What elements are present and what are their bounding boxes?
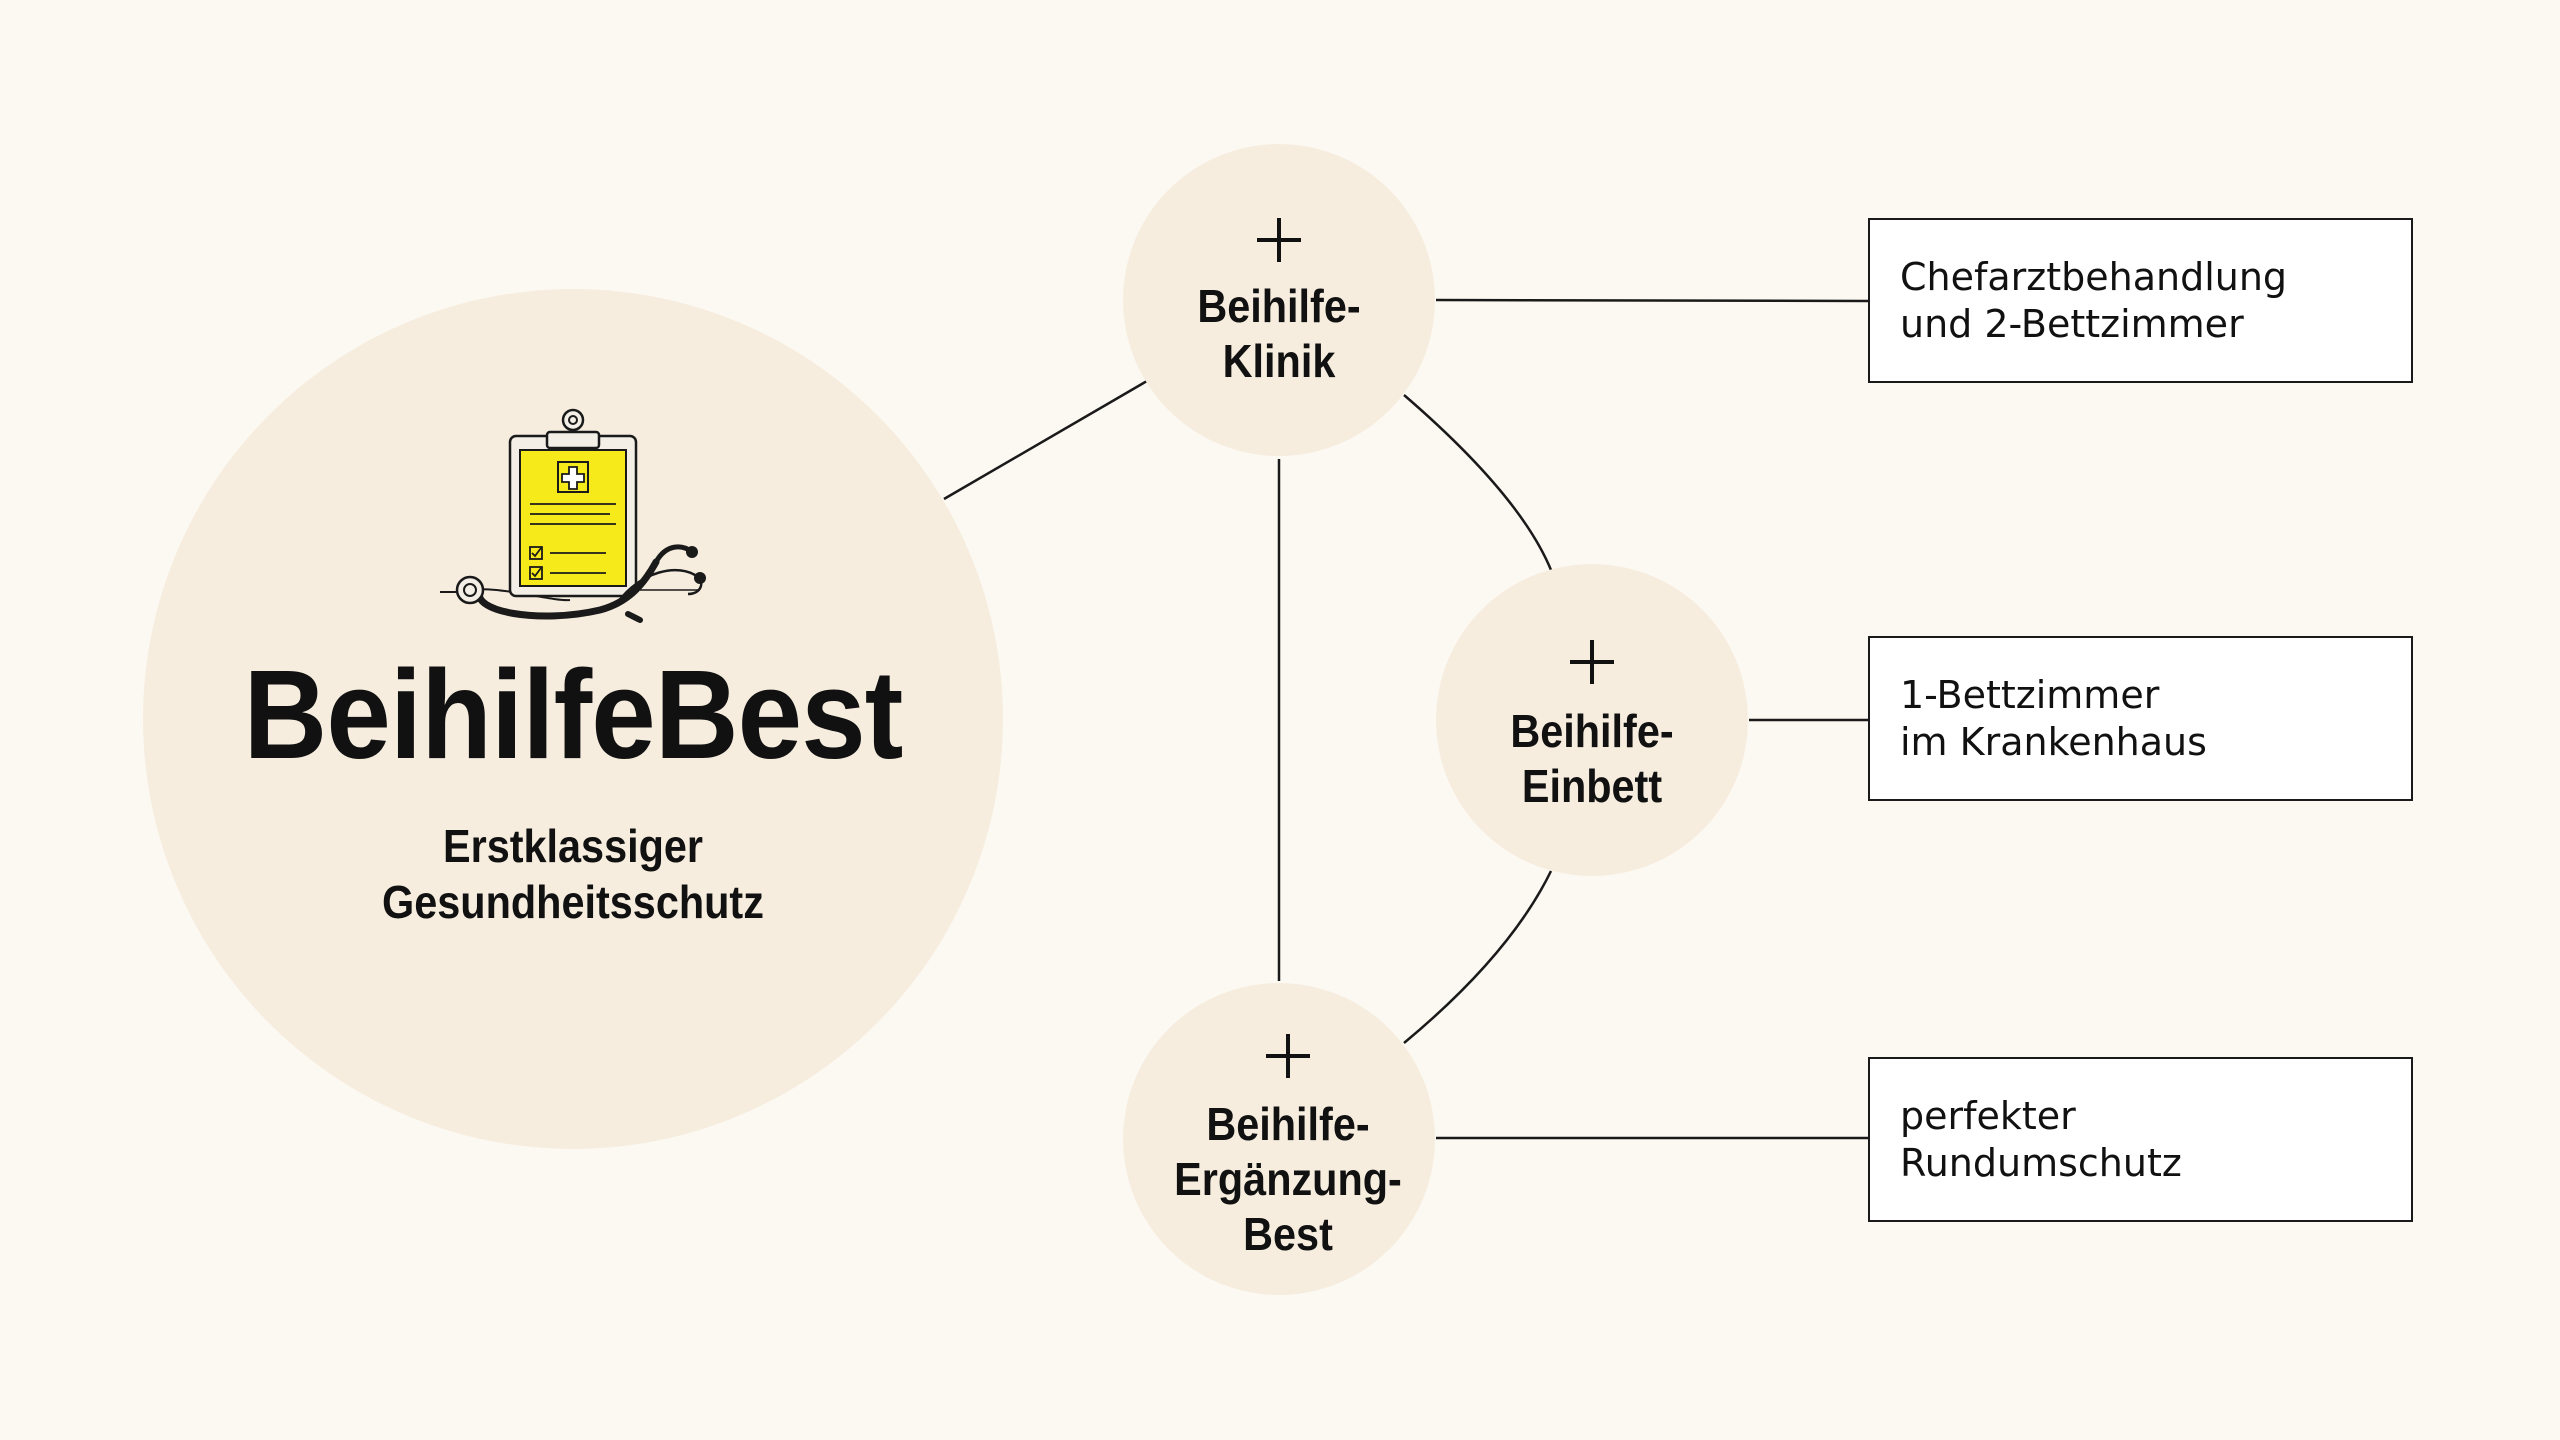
- info-box-ergaenzung-line1: perfekter: [1900, 1093, 2076, 1138]
- node-label-ergaenzung-line3: Best: [1243, 1208, 1333, 1260]
- info-box-einbett: 1-Bettzimmer im Krankenhaus: [1868, 636, 2413, 801]
- info-box-ergaenzung-line2: Rundumschutz: [1900, 1140, 2182, 1185]
- plus-icon: [1266, 1034, 1310, 1078]
- brand-subtitle-line1: Erstklassiger: [442, 820, 704, 872]
- node-circle-klinik: [1123, 144, 1435, 456]
- info-box-klinik: Chefarztbehandlung und 2-Bettzimmer: [1868, 218, 2413, 383]
- node-label-klinik-line1: Beihilfe-: [1197, 280, 1361, 332]
- info-box-einbett-line1: 1-Bettzimmer: [1900, 672, 2160, 717]
- brand-subtitle-line2: Gesundheitsschutz: [382, 876, 764, 928]
- node-label-klinik-line2: Klinik: [1222, 335, 1336, 387]
- brand-subtitle: Erstklassiger Gesundheitsschutz: [186, 818, 960, 930]
- node-label-ergaenzung-line1: Beihilfe-: [1206, 1098, 1370, 1150]
- info-box-klinik-line2: und 2-Bettzimmer: [1900, 301, 2244, 346]
- info-box-klinik-line1: Chefarztbehandlung: [1900, 254, 2288, 299]
- connector-klinik-to-einbett: [1403, 394, 1553, 571]
- connector-klinik-to-box: [1435, 298, 1869, 303]
- plus-icon: [1257, 218, 1301, 262]
- brand-title: BeihilfeBest: [243, 644, 904, 785]
- connector-einbett-to-ergaenzung: [1403, 870, 1553, 1044]
- clipboard-stethoscope-icon: [440, 408, 706, 623]
- info-box-einbett-line2: im Krankenhaus: [1900, 719, 2207, 764]
- node-label-einbett-line1: Beihilfe-: [1510, 705, 1674, 757]
- node-label-einbett-line2: Einbett: [1521, 760, 1663, 812]
- node-circle-einbett: [1436, 564, 1748, 876]
- info-box-ergaenzung: perfekter Rundumschutz: [1868, 1057, 2413, 1222]
- node-label-klinik: Beihilfe- Klinik: [1139, 279, 1420, 389]
- plus-icon: [1570, 640, 1614, 684]
- node-circle-ergaenzung: [1123, 983, 1435, 1295]
- connector-main-to-klinik: [943, 379, 1148, 501]
- node-label-ergaenzung-line2: Ergänzung-: [1174, 1153, 1402, 1205]
- node-label-ergaenzung: Beihilfe- Ergänzung- Best: [1131, 1097, 1446, 1262]
- node-label-einbett: Beihilfe- Einbett: [1452, 704, 1733, 814]
